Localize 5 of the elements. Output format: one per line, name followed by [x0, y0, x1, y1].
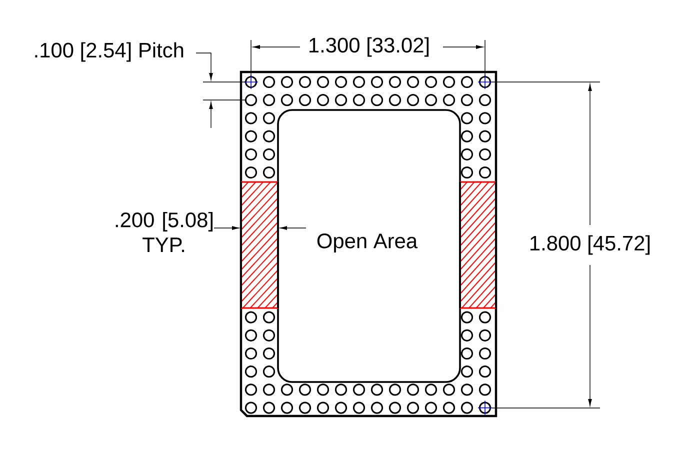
area-label: Open Area — [317, 234, 418, 252]
dimension-label: 1.300 [33.02] — [310, 37, 429, 57]
dimension-label: .200 [5.08] TYP. — [116, 212, 213, 252]
dimension-label: .100 [2.54] Pitch — [35, 42, 184, 62]
dimension-label: 1.800 [45.72] — [528, 234, 652, 256]
